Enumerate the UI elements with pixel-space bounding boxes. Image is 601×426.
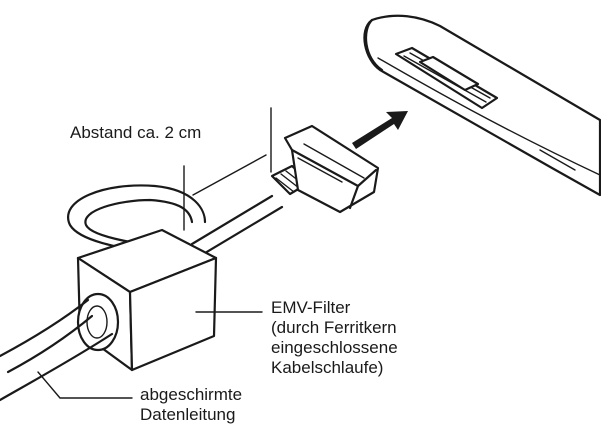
emv-filter-line-1: EMV-Filter	[271, 298, 351, 317]
emv-filter-label: EMV-Filter (durch Ferritkern eingeschlos…	[271, 298, 398, 378]
emv-filter-line-2: (durch Ferritkern	[271, 318, 397, 337]
device-port	[394, 46, 499, 110]
shielded-cable-line-2: Datenleitung	[140, 405, 236, 424]
leader-lines	[37, 311, 263, 399]
insert-arrow-icon	[352, 111, 408, 149]
emv-filter-line-3: eingeschlossene	[271, 338, 398, 357]
distance-label: Abstand ca. 2 cm	[70, 123, 202, 142]
shielded-cable-label: abgeschirmte Datenleitung	[140, 385, 242, 425]
distance-marker	[183, 107, 272, 231]
connector-plug	[270, 124, 380, 214]
front-cable	[0, 292, 120, 402]
shielded-cable-line-1: abgeschirmte	[140, 385, 243, 404]
emv-filter-line-4: Kabelschlaufe)	[271, 358, 384, 377]
